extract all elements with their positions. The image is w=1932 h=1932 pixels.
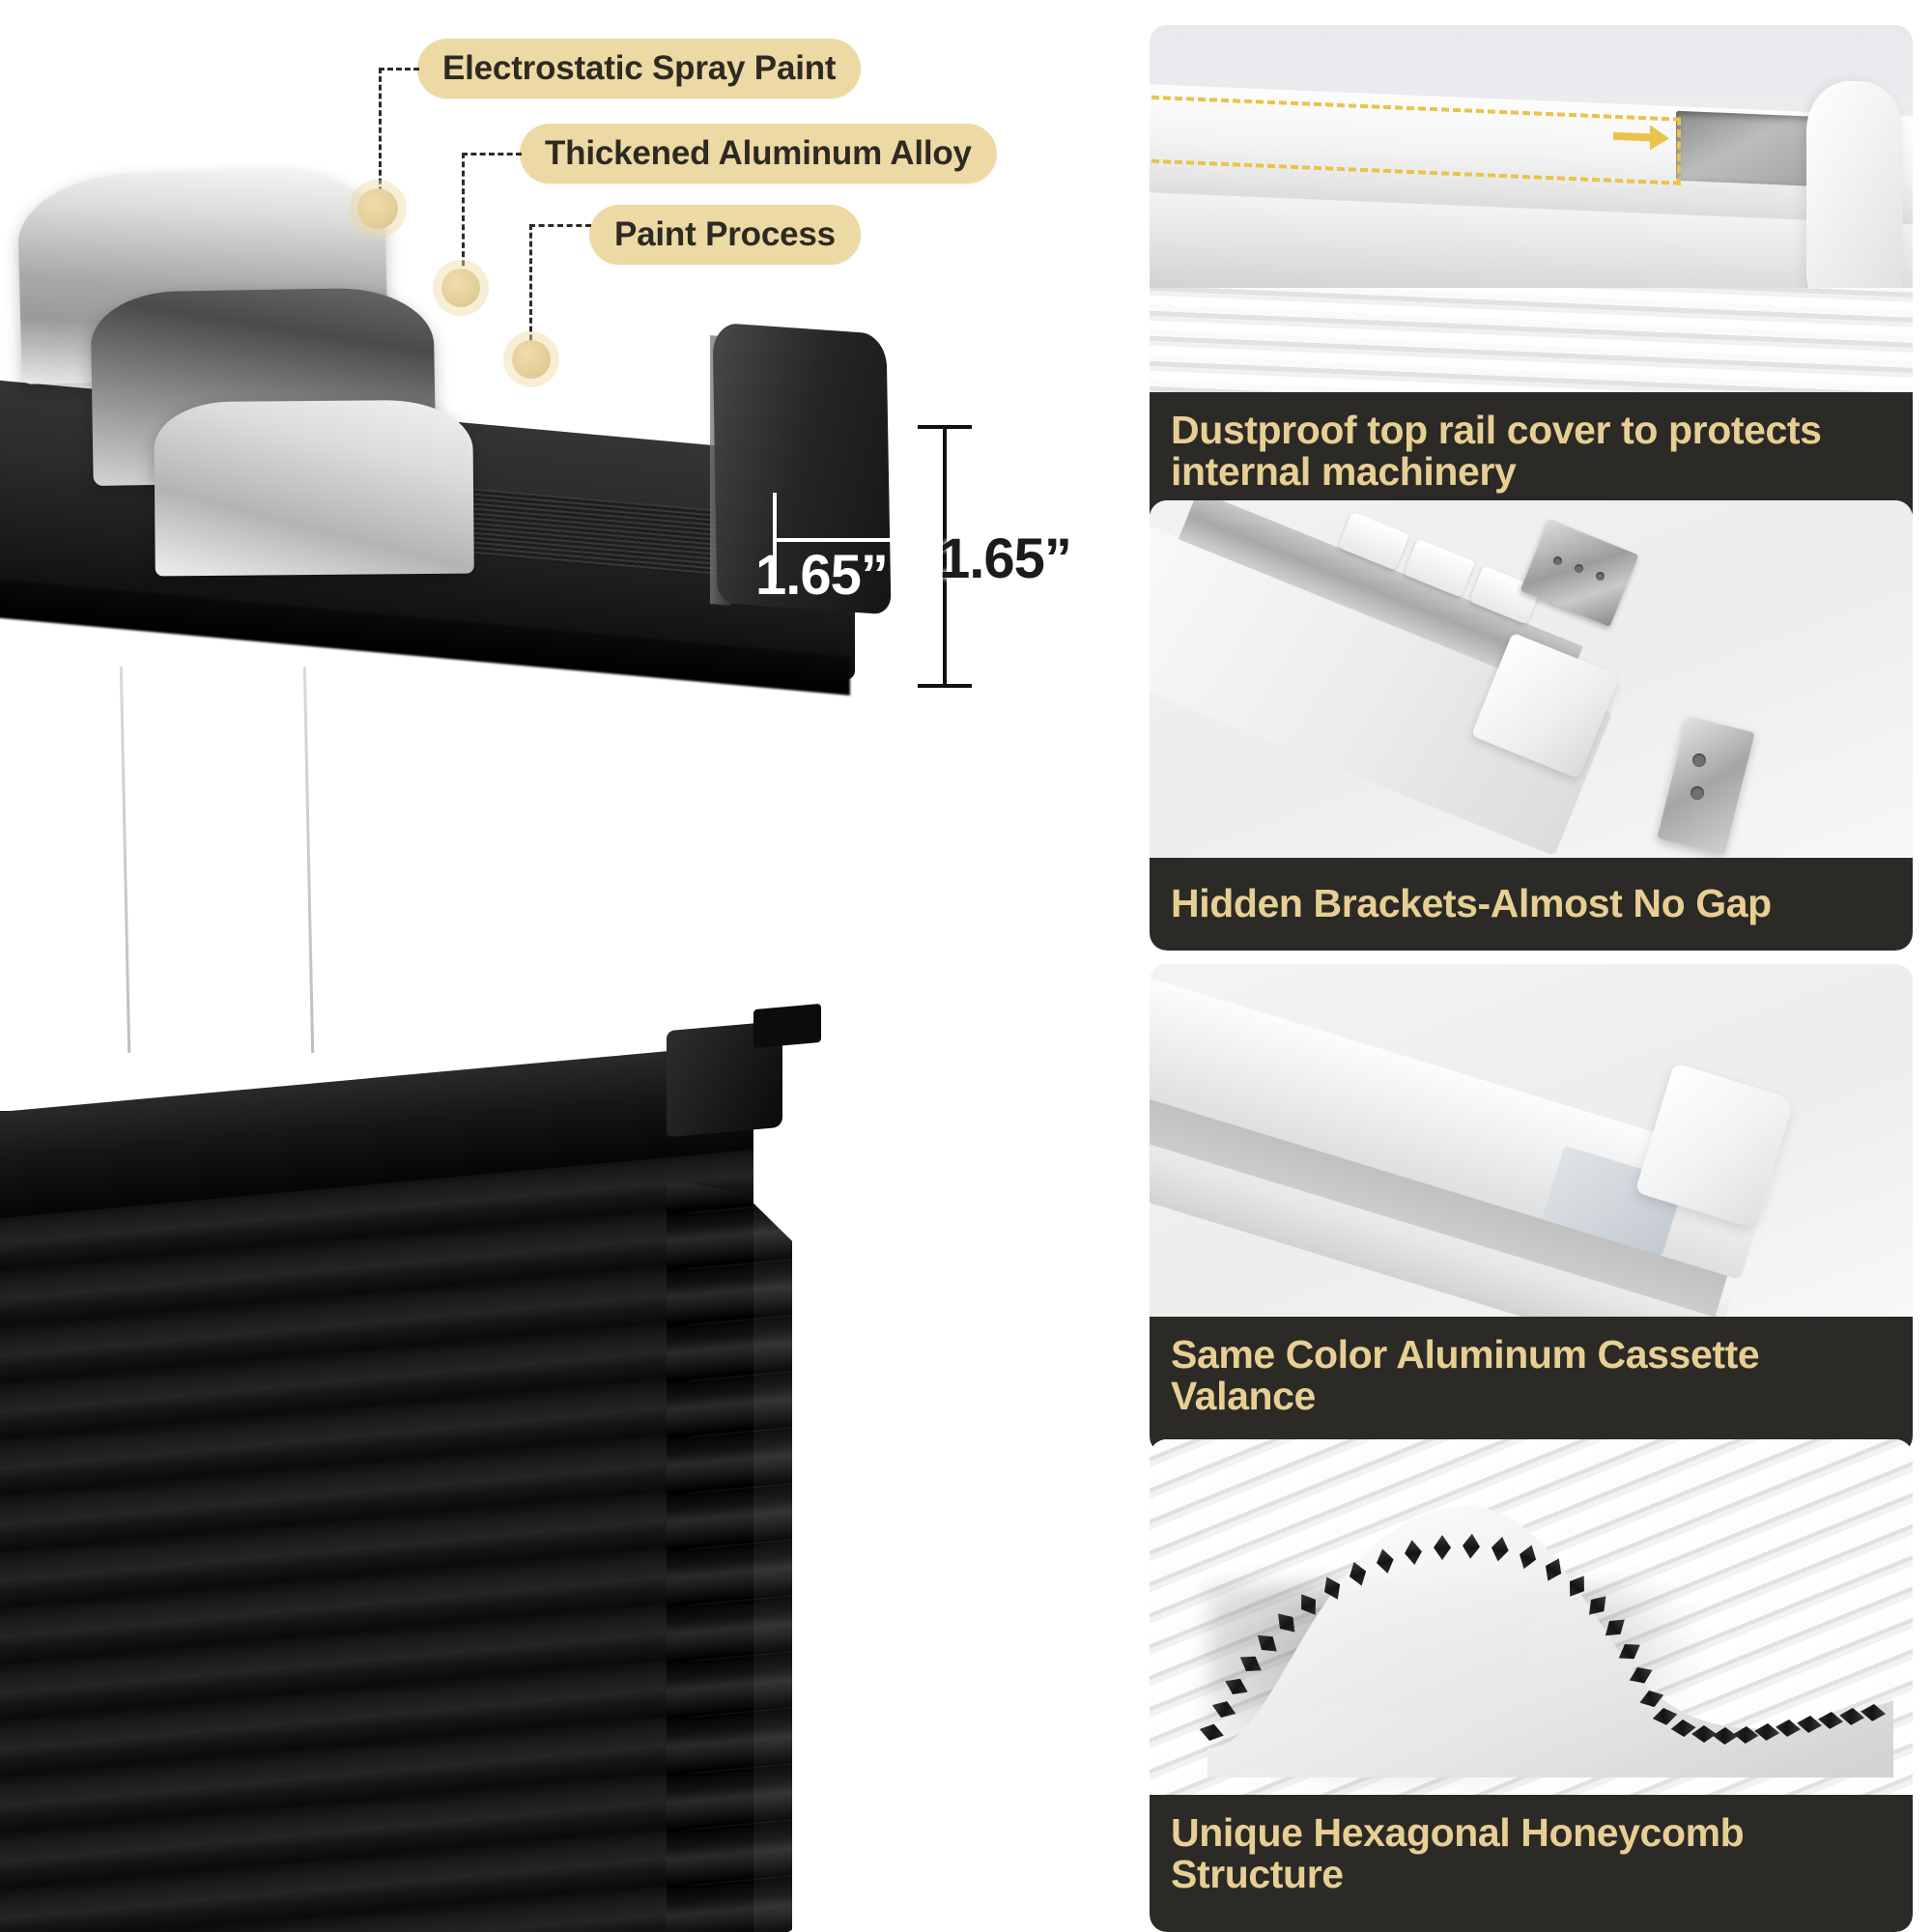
black-cellular-shade-photo (0, 1003, 840, 1932)
bracket-hole-3 (1596, 572, 1605, 581)
feature-photo-hidden-brackets (1150, 500, 1913, 858)
callout-pill-electrostatic-spray-paint: Electrostatic Spray Paint (417, 39, 862, 99)
loose-bracket-hole-1 (1692, 753, 1706, 767)
leader-line-2-vertical (462, 153, 465, 284)
callout-dot-2 (441, 269, 480, 307)
leader-line-2-horizontal (462, 153, 522, 156)
dimension-line-horizontal (773, 538, 908, 542)
bracket-hole-2 (1575, 564, 1583, 573)
bracket-hole-1 (1553, 556, 1562, 565)
dimension-line-vertical (943, 425, 947, 688)
feature-card-dustproof-top-rail: Dustproof top rail cover to protects int… (1150, 25, 1913, 529)
loose-mounting-bracket (1657, 716, 1755, 855)
feature-card-hexagonal-honeycomb: Unique Hexagonal Honeycomb Structure (1150, 1439, 1913, 1932)
feature-caption-hexagonal-honeycomb: Unique Hexagonal Honeycomb Structure (1150, 1795, 1913, 1932)
callout-label: Paint Process (614, 215, 836, 253)
dimension-tick-top (918, 425, 972, 429)
callout-label: Thickened Aluminum Alloy (545, 134, 972, 172)
callout-label: Electrostatic Spray Paint (442, 49, 837, 87)
callout-pill-thickened-aluminum-alloy: Thickened Aluminum Alloy (520, 124, 997, 184)
leader-line-1-vertical (379, 68, 382, 210)
dimension-tick-bottom (918, 684, 972, 688)
dimension-tick-right (904, 483, 908, 580)
shade-hexagon-column (690, 1202, 798, 1932)
honeycomb-cell-wave (1188, 1459, 1903, 1777)
lift-cord-left (119, 667, 131, 1053)
leader-line-3-vertical (529, 224, 532, 357)
feature-card-cassette-valance: Same Color Aluminum Cassette Valance (1150, 964, 1913, 1454)
shade-cell-edge (667, 1179, 792, 1932)
callout-dot-3 (512, 340, 551, 379)
left-panel: Electrostatic Spray Paint Thickened Alum… (0, 39, 1072, 1932)
shade-mounting-tab (753, 1003, 821, 1049)
callout-dot-1 (357, 188, 398, 229)
leader-line-1-horizontal (379, 68, 419, 71)
lift-cord-right (302, 667, 315, 1053)
coating-layer-inner (154, 399, 474, 577)
feature-caption-cassette-valance: Same Color Aluminum Cassette Valance (1150, 1317, 1913, 1454)
callout-pill-paint-process: Paint Process (589, 205, 861, 265)
arrow-right-icon (1613, 124, 1669, 151)
loose-bracket-hole-2 (1690, 786, 1704, 800)
feature-caption-hidden-brackets: Hidden Brackets-Almost No Gap (1150, 858, 1913, 951)
top-rail-cellular-fabric (1150, 288, 1913, 392)
feature-photo-hexagonal-honeycomb (1150, 1439, 1913, 1795)
top-rail-internal-channel (1676, 110, 1826, 187)
feature-photo-cassette-valance (1150, 964, 1913, 1317)
right-panel: Dustproof top rail cover to protects int… (1150, 0, 1932, 1932)
dimension-value-depth: 1.65” (755, 544, 889, 607)
leader-line-3-horizontal (529, 224, 591, 227)
dimension-value-height: 1.65” (939, 527, 1072, 590)
shade-fabric (0, 1111, 753, 1932)
installed-metal-bracket (1520, 519, 1639, 627)
feature-photo-dustproof-top-rail (1150, 25, 1913, 392)
top-rail-endcap (1806, 81, 1903, 323)
dimension-tick-left (773, 493, 777, 584)
feature-card-hidden-brackets: Hidden Brackets-Almost No Gap (1150, 500, 1913, 951)
